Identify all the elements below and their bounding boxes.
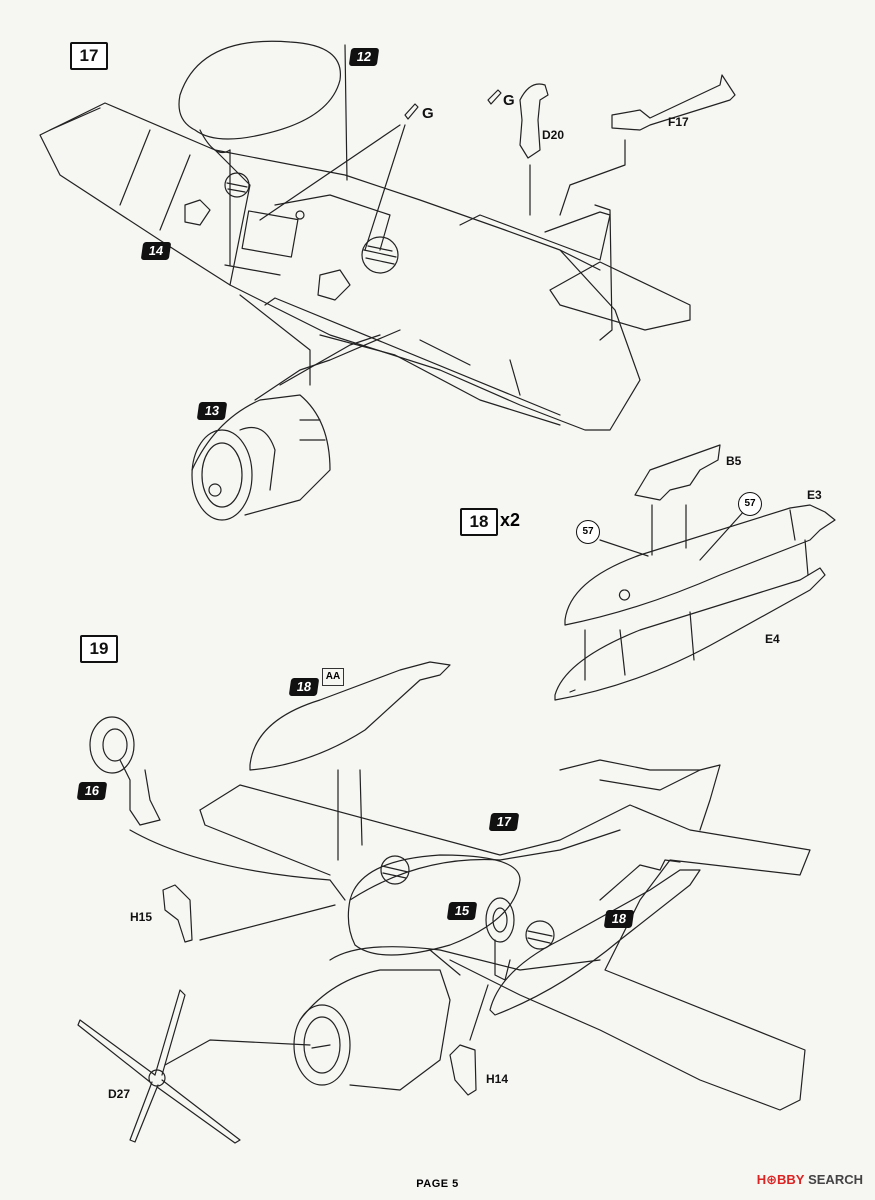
part-label-f17: F17: [668, 115, 689, 129]
substep-tag-18: 18: [288, 678, 320, 696]
part-label-e3: E3: [807, 488, 822, 502]
part-label-e4: E4: [765, 632, 780, 646]
substep-tag-13: 13: [196, 402, 228, 420]
part-label-g: G: [422, 105, 434, 122]
part-label-d27: D27: [108, 1087, 131, 1101]
part-label-h15: H15: [130, 910, 153, 924]
aircraft-step19-drawing: [77, 661, 811, 1144]
step-number-19: 19: [80, 635, 118, 663]
step-multiplier: x2: [500, 510, 521, 530]
substep-tag-16: 16: [76, 782, 108, 800]
substep-tag-14: 14: [140, 242, 172, 260]
paint-ref-circle: 57: [576, 520, 600, 544]
part-label-d20: D20: [542, 128, 565, 142]
watermark-brand: H⊕BBY: [756, 1172, 805, 1187]
part-label-b5: B5: [726, 454, 742, 468]
step-number-18: 18: [460, 508, 498, 536]
substep-tag-18-right: 18: [603, 910, 635, 928]
aa-variant-mark: AA: [322, 668, 344, 686]
page-number: PAGE 5: [416, 1178, 459, 1190]
substep-tag-12: 12: [348, 48, 380, 66]
watermark: H⊕BBY SEARCH: [757, 1172, 863, 1188]
substep-tag-17: 17: [488, 813, 520, 831]
drop-tank-step18-drawing: [554, 444, 836, 701]
watermark-suffix: SEARCH: [808, 1172, 863, 1187]
step-number-17: 17: [70, 42, 108, 70]
part-label-g-2: G: [503, 92, 515, 109]
aircraft-step17-drawing: [39, 40, 736, 521]
substep-tag-15: 15: [446, 902, 478, 920]
paint-ref-circle-2: 57: [738, 492, 762, 516]
part-label-h14: H14: [486, 1072, 509, 1086]
